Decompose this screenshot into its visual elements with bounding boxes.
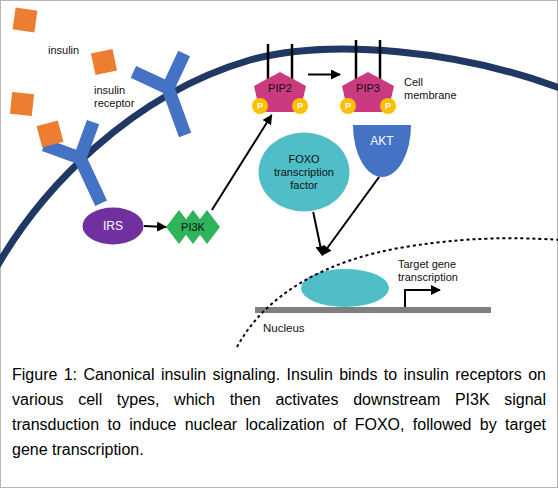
- diamond-shape: [180, 210, 206, 244]
- node-outline: [353, 125, 411, 177]
- node-text-area: PI3K: [166, 210, 220, 244]
- node-text: P: [345, 101, 351, 112]
- signal-arrow: [212, 115, 272, 210]
- insulin-molecule: [37, 121, 64, 148]
- nuclear-foxo: [301, 269, 389, 307]
- phosphate-circle: P: [252, 98, 268, 114]
- cell-membrane: [0, 49, 558, 270]
- node-text: PIP2: [268, 82, 292, 95]
- transcription-arrow: [405, 290, 440, 307]
- node-text-area: P: [380, 98, 396, 114]
- node-text: P: [257, 101, 263, 112]
- dome-shape: [353, 125, 411, 177]
- node-text: Nucleus: [263, 321, 305, 335]
- lipid-tail: [267, 44, 270, 82]
- node-text-area: IRS: [82, 207, 144, 245]
- receptor-label: insulin receptor: [94, 84, 142, 110]
- node-text: PI3K: [181, 221, 205, 234]
- node-text: P: [385, 101, 391, 112]
- signal-arrow: [313, 212, 322, 255]
- pip2-node: PIP2P P: [252, 70, 308, 115]
- node-text-area: P: [292, 98, 308, 114]
- node-text: FOXO transcription factor: [268, 153, 340, 192]
- figure-caption: Figure 1: Canonical insulin signaling. I…: [12, 362, 546, 462]
- insulin-molecule: [10, 92, 34, 116]
- phosphate-circle: P: [380, 98, 396, 114]
- node-text: AKT: [370, 134, 393, 148]
- circle-shape: [340, 98, 356, 114]
- pip3-node: PIP3P P: [340, 70, 396, 115]
- foxo-node: FOXO transcription factor: [258, 132, 350, 212]
- phosphate-circle: P: [340, 98, 356, 114]
- node-text-area: Nucleus: [235, 255, 558, 347]
- dna-strand: [255, 307, 491, 313]
- node-text-area: P: [252, 98, 268, 114]
- nuclear-envelope: [237, 238, 558, 347]
- lipid-tail: [355, 40, 358, 82]
- node-text-area: P: [340, 98, 356, 114]
- lipid-tail: [291, 44, 294, 82]
- node-text-area: AKT: [353, 125, 411, 177]
- nucleus-region: Nucleus: [235, 255, 558, 347]
- phosphate-circle: P: [292, 98, 308, 114]
- insulin-molecule: [91, 49, 117, 75]
- signal-arrow: [322, 177, 379, 255]
- signal-arrow: [308, 74, 340, 76]
- pentagon-shape: [254, 72, 306, 112]
- signal-arrow: [144, 226, 166, 227]
- pentagon-shape: [342, 72, 394, 112]
- node-text: P: [297, 101, 303, 112]
- circle-shape: [380, 98, 396, 114]
- circle-shape: [252, 98, 268, 114]
- node-text: PIP3: [356, 82, 380, 95]
- receptor-shape: [133, 53, 210, 144]
- node-text-area: FOXO transcription factor: [258, 132, 350, 212]
- ellipse-shape: [259, 133, 350, 212]
- insulin-molecule: [13, 8, 38, 33]
- pi3k-node: PI3K: [166, 210, 220, 244]
- membrane-label: Cell membrane: [404, 76, 464, 102]
- molecule-label: insulin: [48, 44, 98, 57]
- node-text: IRS: [103, 219, 123, 233]
- transcription-label: Target gene transcription: [398, 258, 478, 284]
- akt-node: AKT: [353, 125, 411, 177]
- circle-shape: [292, 98, 308, 114]
- ellipse-shape: [83, 208, 144, 245]
- irs-node: IRS: [82, 207, 144, 245]
- insulin-receptor: [133, 53, 210, 144]
- lipid-tail: [379, 40, 382, 82]
